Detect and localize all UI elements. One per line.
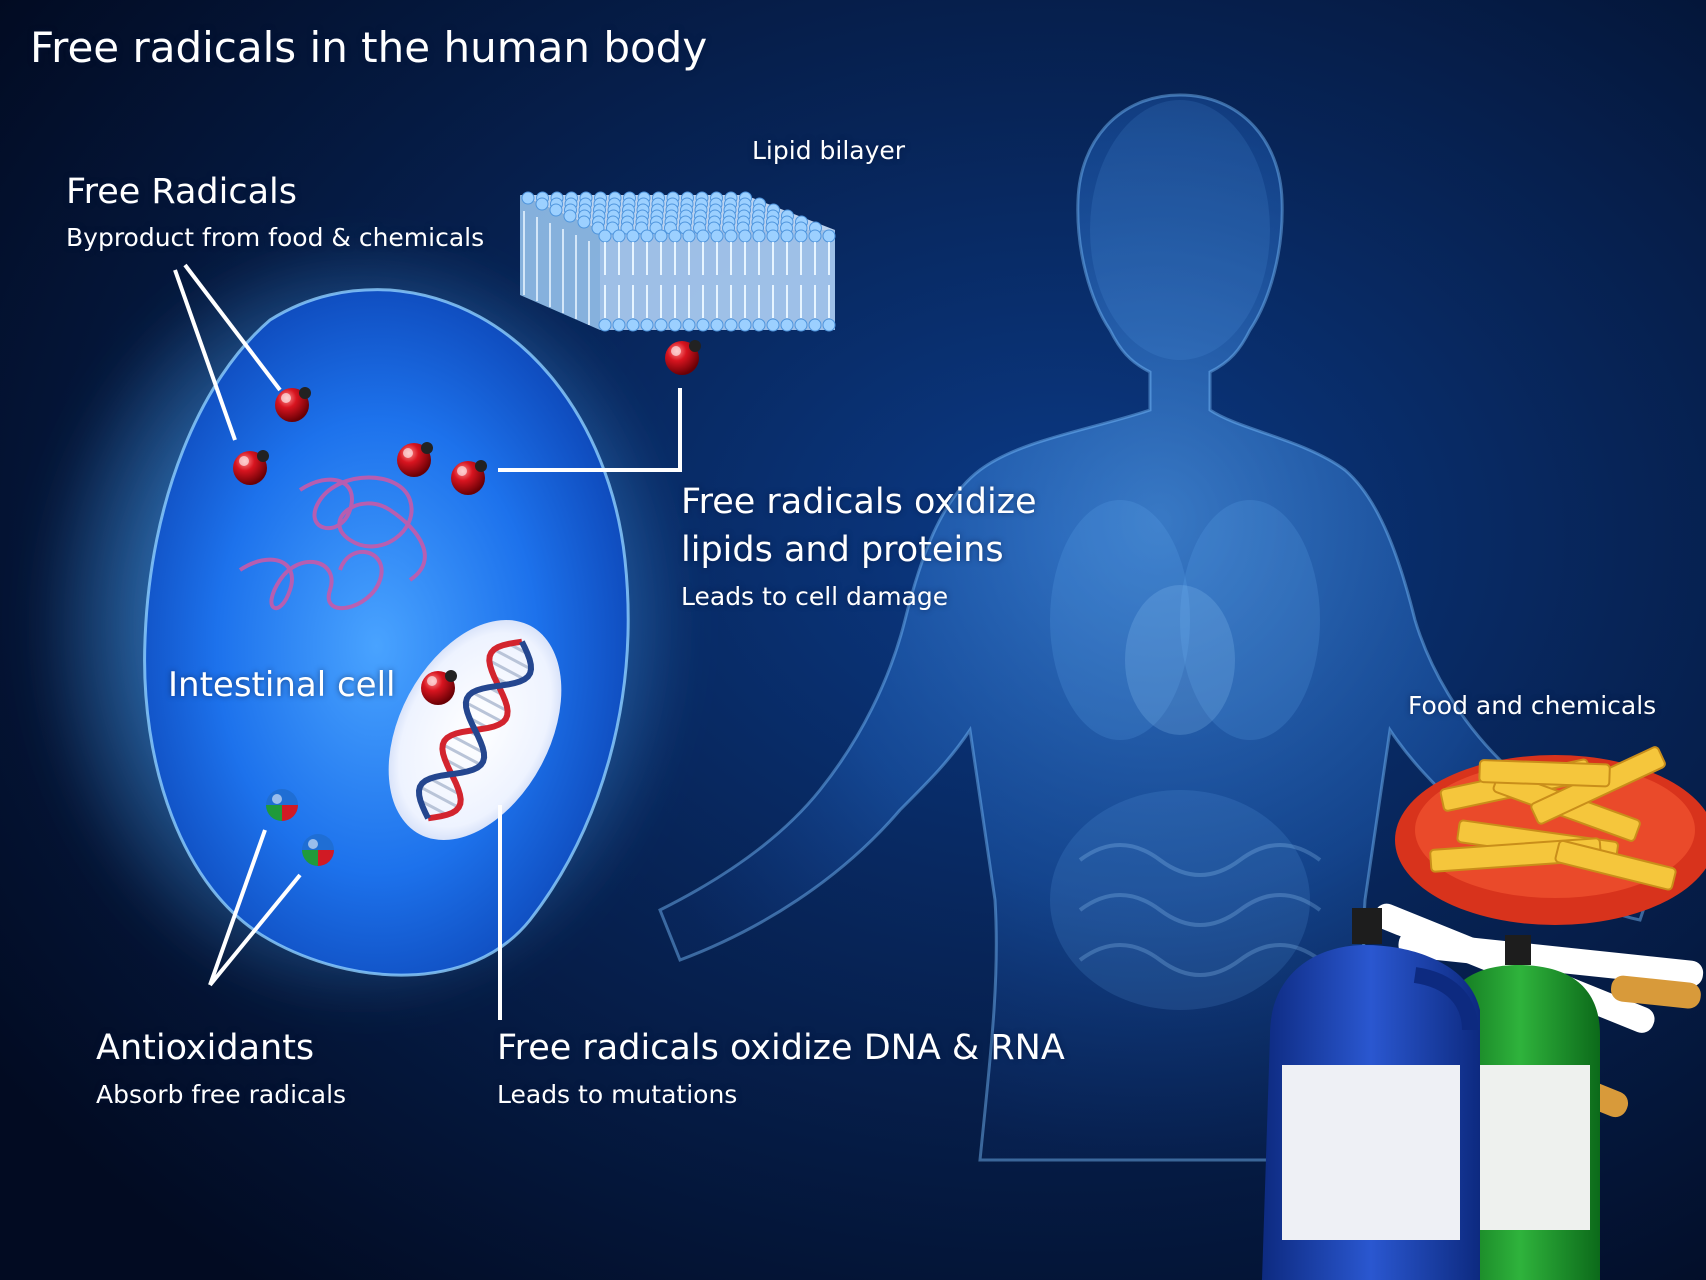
free-radicals-heading: Free Radicals bbox=[66, 172, 297, 212]
oxidize-lipids-heading-line2: lipids and proteins bbox=[681, 530, 1004, 570]
connector-antioxidant-1 bbox=[208, 829, 267, 986]
connector-lipid bbox=[498, 388, 682, 472]
page-title: Free radicals in the human body bbox=[30, 23, 708, 72]
protein-ribbon-icon bbox=[238, 475, 427, 611]
red-sphere-icon bbox=[421, 670, 457, 705]
red-sphere-icon bbox=[233, 450, 269, 485]
intestinal-cell-label: Intestinal cell bbox=[168, 665, 396, 705]
fries-icon bbox=[1429, 746, 1677, 891]
antioxidants bbox=[266, 789, 334, 866]
oxidize-lipids-subtitle: Leads to cell damage bbox=[681, 582, 949, 611]
oxidize-dna-heading: Free radicals oxidize DNA & RNA bbox=[497, 1028, 1065, 1068]
human-body bbox=[658, 93, 1662, 1162]
antioxidants-heading: Antioxidants bbox=[96, 1028, 315, 1068]
connector-radical-1 bbox=[173, 269, 237, 441]
red-sphere-icon bbox=[397, 442, 433, 477]
detergent-bottle-icon-blue bbox=[1262, 908, 1480, 1280]
oxidize-lipids-heading-line1: Free radicals oxidize bbox=[681, 482, 1037, 522]
antioxidants-subtitle: Absorb free radicals bbox=[96, 1080, 347, 1109]
red-sphere-icon bbox=[275, 387, 311, 422]
free-radicals-subtitle: Byproduct from food & chemicals bbox=[66, 223, 485, 252]
lipid-bilayer-label: Lipid bilayer bbox=[752, 136, 906, 165]
red-sphere-icon bbox=[451, 460, 487, 495]
tricolor-sphere-icon bbox=[302, 834, 334, 866]
food-and-chemicals-illustration bbox=[1262, 746, 1706, 1280]
connector-antioxidant-2 bbox=[208, 873, 302, 987]
connector-radical-2 bbox=[183, 263, 282, 392]
free-radicals bbox=[233, 340, 701, 705]
food-and-chemicals-label: Food and chemicals bbox=[1408, 691, 1657, 720]
connector-lines bbox=[173, 263, 682, 1020]
tricolor-sphere-icon bbox=[266, 789, 298, 821]
double-helix-icon bbox=[415, 638, 535, 822]
red-sphere-icon bbox=[665, 340, 701, 375]
oxidize-dna-subtitle: Leads to mutations bbox=[497, 1080, 738, 1109]
